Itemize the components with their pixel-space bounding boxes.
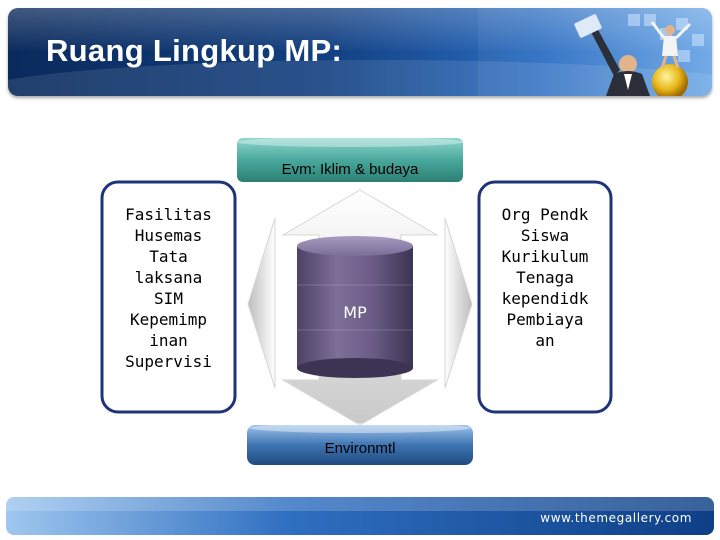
left-box-line: SIM bbox=[154, 289, 183, 308]
woman-figure bbox=[650, 21, 692, 69]
left-box-line: Tata bbox=[149, 247, 188, 266]
left-box-line: Kepemimp bbox=[129, 310, 208, 329]
left-box-line: inan bbox=[149, 331, 188, 350]
right-box-line: Kurikulum bbox=[501, 247, 589, 266]
left-box-line: laksana bbox=[134, 268, 203, 287]
right-box-text: Org Pendk Siswa Kurikulum Tenaga kependi… bbox=[479, 204, 611, 351]
right-box-line: Tenaga bbox=[516, 268, 574, 287]
right-box-line: Siswa bbox=[520, 226, 570, 245]
right-box-line: Org Pendk bbox=[501, 205, 589, 224]
mp-cylinder bbox=[297, 236, 413, 378]
slide-title: Ruang Lingkup MP: bbox=[46, 33, 343, 68]
left-box-line: Husemas bbox=[134, 226, 203, 245]
right-box-line: kependidk bbox=[501, 289, 589, 308]
header-illustration bbox=[478, 8, 712, 96]
globe-icon bbox=[652, 64, 688, 96]
right-box-line: an bbox=[535, 331, 555, 350]
left-box-line: Supervisi bbox=[125, 352, 212, 371]
footer-bar: www.themegallery.com bbox=[6, 497, 714, 535]
top-bar-label: Evm: Iklim & budaya bbox=[281, 161, 419, 178]
bottom-bar-label: Environmtl bbox=[324, 440, 396, 457]
businessman-figure bbox=[574, 14, 650, 96]
left-box-line: Fasilitas bbox=[125, 205, 212, 224]
header-banner: Ruang Lingkup MP: bbox=[8, 8, 712, 96]
left-box bbox=[100, 180, 237, 414]
right-box-line: Pembiaya bbox=[506, 310, 584, 329]
right-arrow bbox=[444, 217, 473, 389]
top-bar bbox=[237, 137, 463, 182]
left-box-text: Fasilitas Husemas Tata laksana SIM Kepem… bbox=[102, 204, 235, 372]
right-box bbox=[477, 180, 613, 414]
mp-label: MP bbox=[343, 303, 367, 322]
footer-gloss bbox=[6, 497, 714, 511]
left-arrow bbox=[247, 217, 276, 389]
bottom-bar bbox=[247, 423, 473, 465]
footer-url: www.themegallery.com bbox=[540, 511, 692, 525]
